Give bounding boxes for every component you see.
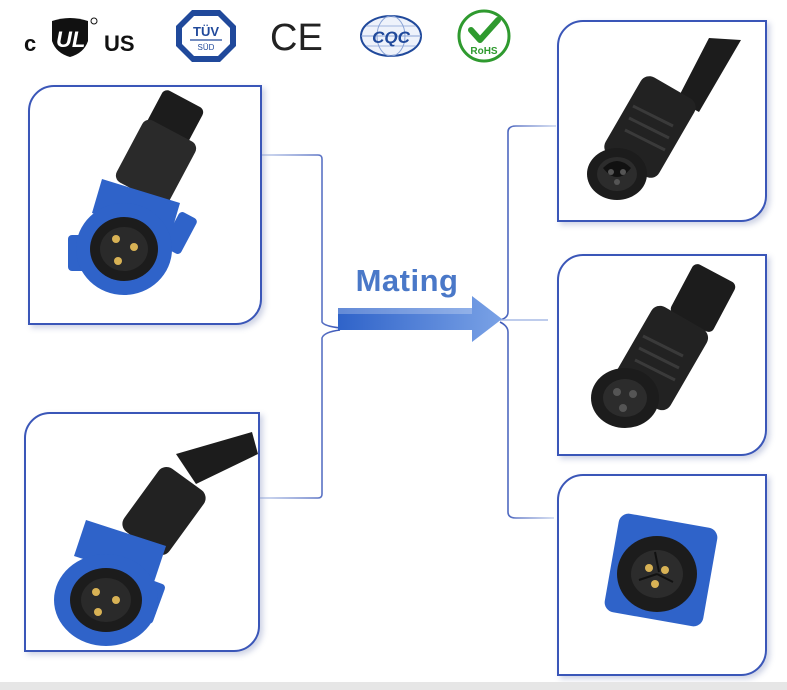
blue-cable-plug-connector-image [54, 432, 258, 646]
card-socket-bottom-right [557, 474, 767, 676]
tuv-top-text: TÜV [193, 24, 219, 39]
ul-suffix: US [104, 31, 135, 56]
line-bottom-right [499, 321, 554, 519]
ul-mark-text: UL [56, 27, 85, 52]
cul-us-logo: c UL US [22, 8, 147, 64]
mating-label: Mating [355, 263, 459, 298]
tuv-octagon-icon: TÜV SÜD [176, 10, 236, 62]
line-top-right [499, 125, 556, 321]
tuv-bottom-text: SÜD [198, 43, 215, 52]
ce-mark-icon: CE [270, 17, 323, 56]
card-plug-top-left [28, 85, 262, 325]
line-bottom-left [258, 329, 341, 499]
blue-flange-socket-image [604, 513, 718, 627]
bottom-bar [0, 682, 787, 690]
rohs-check-icon: RoHS [457, 9, 511, 63]
blue-plug-connector-image [68, 90, 204, 295]
ul-mark-icon: c UL US [24, 17, 135, 57]
rohs-mark-text: RoHS [470, 46, 498, 57]
cqc-logo: CQC [356, 8, 426, 64]
cqc-mark-text: CQC [372, 28, 411, 47]
black-cable-socket-image [587, 38, 741, 200]
cqc-globe-icon: CQC [360, 15, 422, 57]
ce-logo: CE [264, 8, 328, 64]
ul-prefix: c [24, 31, 36, 56]
tuv-sud-logo: TÜV SÜD [172, 8, 240, 64]
card-socket-mid-right [557, 254, 767, 456]
mating-arrow-icon [338, 296, 502, 342]
card-socket-top-right [557, 20, 767, 222]
card-plug-bottom-left [24, 412, 260, 652]
ce-mark-text: CE [270, 17, 323, 56]
rohs-logo: RoHS [452, 8, 516, 64]
black-socket-image [591, 264, 736, 428]
line-top-left [260, 154, 341, 329]
